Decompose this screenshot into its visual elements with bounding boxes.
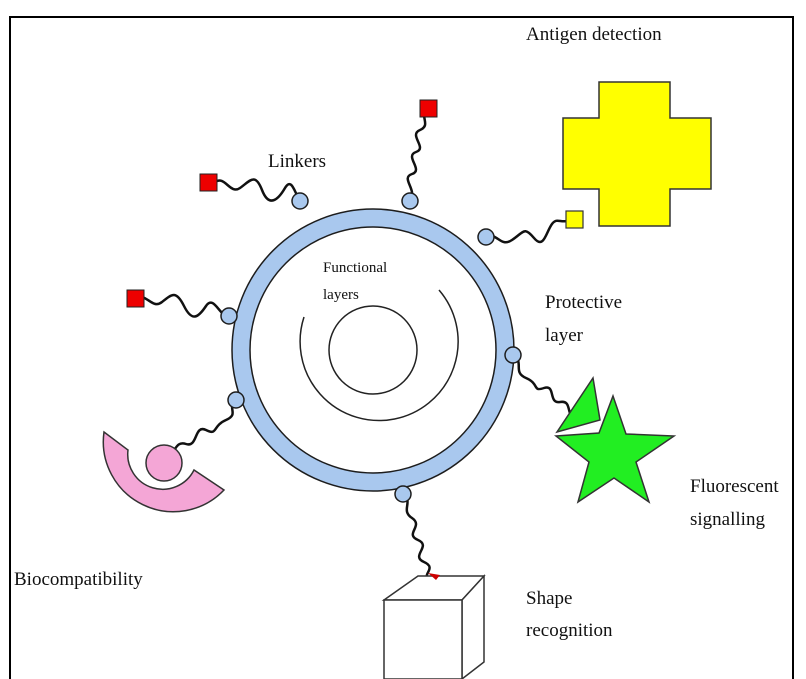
functional-layer-outer-arc [299, 289, 459, 422]
linker-top-left [213, 178, 302, 202]
cube-linker-tip [428, 573, 440, 580]
frame-border [9, 16, 794, 679]
receptor-square-top-left [199, 173, 218, 192]
biocompatibility-arc [102, 430, 226, 513]
linker-fluorescent [511, 353, 576, 420]
linker-node [504, 346, 522, 364]
receptor-square-top [419, 99, 438, 118]
antigen-shape [562, 81, 712, 227]
label-functional-layers-2: layers [323, 287, 359, 303]
label-fluorescent-signalling-2: signalling [690, 509, 765, 530]
label-protective-layer-1: Protective [545, 292, 622, 313]
linker-node [220, 307, 238, 325]
antigen-binding-square [565, 210, 584, 229]
fluorescent-star [554, 393, 677, 504]
label-shape-recognition-1: Shape [526, 588, 572, 609]
particle-core [249, 226, 497, 474]
linker-antigen [484, 216, 574, 244]
label-fluorescent-signalling-1: Fluorescent [690, 476, 779, 497]
linker-node [401, 192, 419, 210]
label-linkers: Linkers [268, 151, 326, 172]
label-antigen-detection: Antigen detection [526, 24, 662, 45]
fluorescent-star-fragment [555, 376, 601, 434]
linker-node [291, 192, 309, 210]
linkers [134, 108, 576, 580]
label-protective-layer-2: layer [545, 325, 584, 346]
linker-top [406, 108, 430, 202]
label-shape-recognition-2: recognition [526, 620, 613, 641]
linker-left [134, 293, 231, 318]
functional-layer-inner-circle [328, 305, 418, 395]
receptor-square-left [126, 289, 145, 308]
linker-nodes [220, 192, 522, 503]
biocompatibility-ball [145, 444, 183, 482]
linker-biocompatibility [163, 398, 238, 460]
shape-recognition-cube [381, 574, 486, 679]
linker-node [227, 391, 245, 409]
label-biocompatibility: Biocompatibility [14, 569, 143, 590]
receptor-squares [126, 99, 438, 308]
linker-shape [401, 492, 432, 580]
label-functional-layers-1: Functional [323, 260, 387, 276]
linker-node [394, 485, 412, 503]
linker-node [477, 228, 495, 246]
cube-front-face [383, 599, 463, 679]
